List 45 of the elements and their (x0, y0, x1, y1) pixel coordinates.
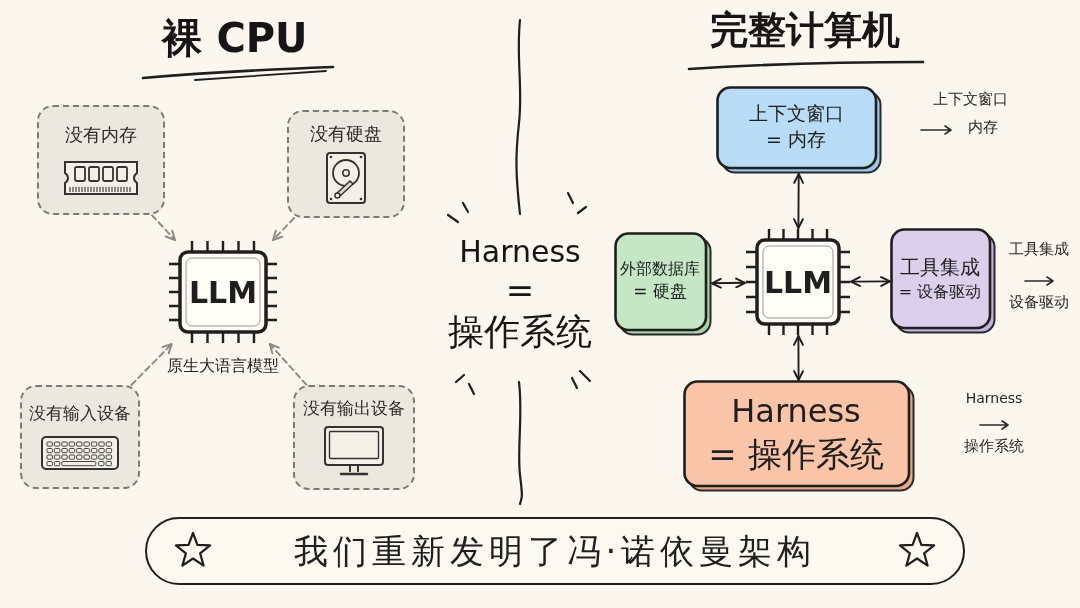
banner-text: 我们重新发明了冯·诺依曼架构 (293, 530, 817, 572)
double-arrow (793, 173, 805, 229)
double-arrow (850, 276, 891, 287)
center-statement: = (504, 270, 536, 311)
panel-title: 没有内存 (65, 124, 137, 147)
dashed-arrow (272, 217, 296, 241)
side-note: Harness (964, 390, 1024, 408)
card-heading: 上下文窗口 (748, 102, 844, 126)
card-text: = 硬盘 (633, 281, 687, 303)
card-heading: 工具集成 (900, 254, 980, 280)
section-title: 完整计算机 (709, 8, 901, 54)
side-note: 操作系统 (963, 437, 1025, 456)
card-text: = 内存 (766, 128, 826, 152)
dashed-panel (287, 110, 405, 218)
dashed-arrow (268, 343, 308, 386)
side-note: 设备驱动 (1008, 293, 1070, 312)
dashed-panel (293, 385, 415, 490)
dashed-arrow (150, 214, 176, 241)
processor-chip (168, 240, 278, 344)
card-heading: Harness (731, 390, 861, 431)
card-text: = 操作系统 (708, 432, 884, 476)
double-arrow (793, 335, 804, 381)
chip-label: LLM (188, 275, 258, 309)
dashed-panel (37, 105, 165, 215)
side-note: 工具集成 (1008, 240, 1070, 259)
double-arrow (711, 277, 746, 289)
center-statement: Harness (458, 234, 582, 270)
side-note: 上下文窗口 (931, 90, 1009, 109)
processor-chip (745, 228, 851, 336)
side-note: 内存 (967, 118, 999, 137)
card-heading: 外部数据库 (620, 259, 700, 280)
dashed-arrow (130, 343, 173, 386)
panel-title: 没有硬盘 (310, 122, 382, 145)
stacked-card (683, 380, 915, 492)
dashed-panel (20, 385, 140, 489)
panel-title: 没有输出设备 (303, 397, 405, 419)
center-statement: 操作系统 (447, 310, 593, 354)
section-title: 裸 CPU (160, 14, 309, 62)
card-text: = 设备驱动 (898, 281, 982, 302)
panel-title: 没有输入设备 (29, 402, 131, 424)
chip-label: LLM (763, 265, 833, 299)
chip-caption: 原生大语言模型 (166, 356, 280, 376)
stacked-card (890, 228, 996, 334)
stacked-card (716, 86, 882, 174)
stacked-card (614, 232, 712, 336)
